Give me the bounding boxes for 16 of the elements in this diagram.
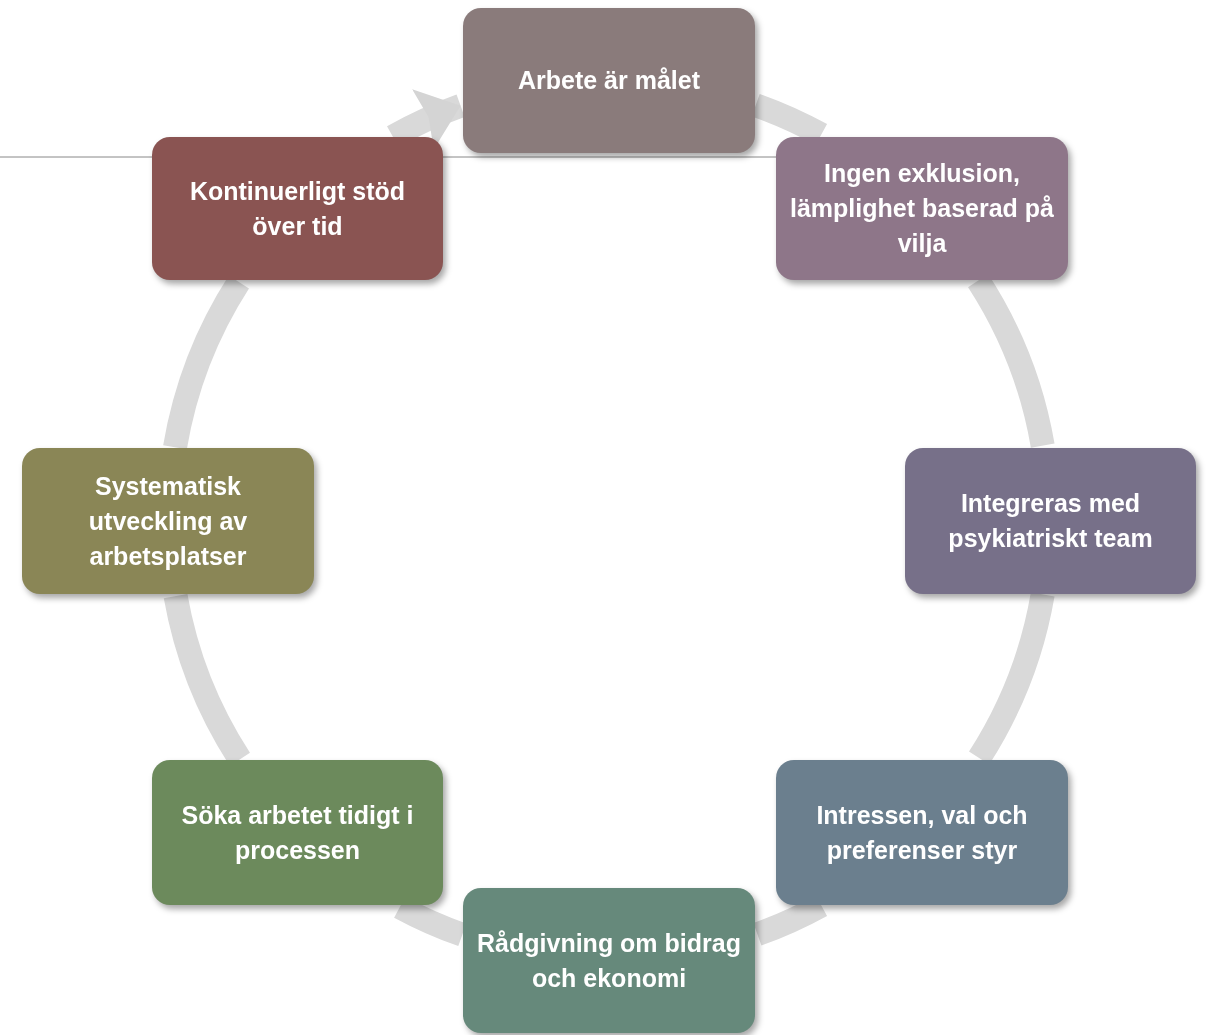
process-box xyxy=(463,8,755,153)
step-label: Söka arbetet tidigt i processen xyxy=(180,799,415,866)
process-box xyxy=(776,760,1068,905)
process-box xyxy=(776,137,1068,280)
step-label: Ingen exklusion, lämplighet baserad på vilja xyxy=(790,158,1054,259)
process-box xyxy=(22,448,314,594)
step-label: Kontinuerligt stöd över tid xyxy=(188,175,407,242)
step-label: Systematisk utveckling av arbetsplatser xyxy=(87,470,249,572)
step-label: Arbete är målet xyxy=(518,65,700,96)
process-box xyxy=(152,137,443,280)
step-label: Intressen, val och preferenser styr xyxy=(815,799,1029,866)
process-box xyxy=(905,448,1196,594)
step-label: Rådgivning om bidrag och ekonomi xyxy=(477,927,741,994)
process-box xyxy=(152,760,443,905)
process-box xyxy=(463,888,755,1033)
step-label: Integreras med psykiatriskt team xyxy=(947,488,1154,554)
